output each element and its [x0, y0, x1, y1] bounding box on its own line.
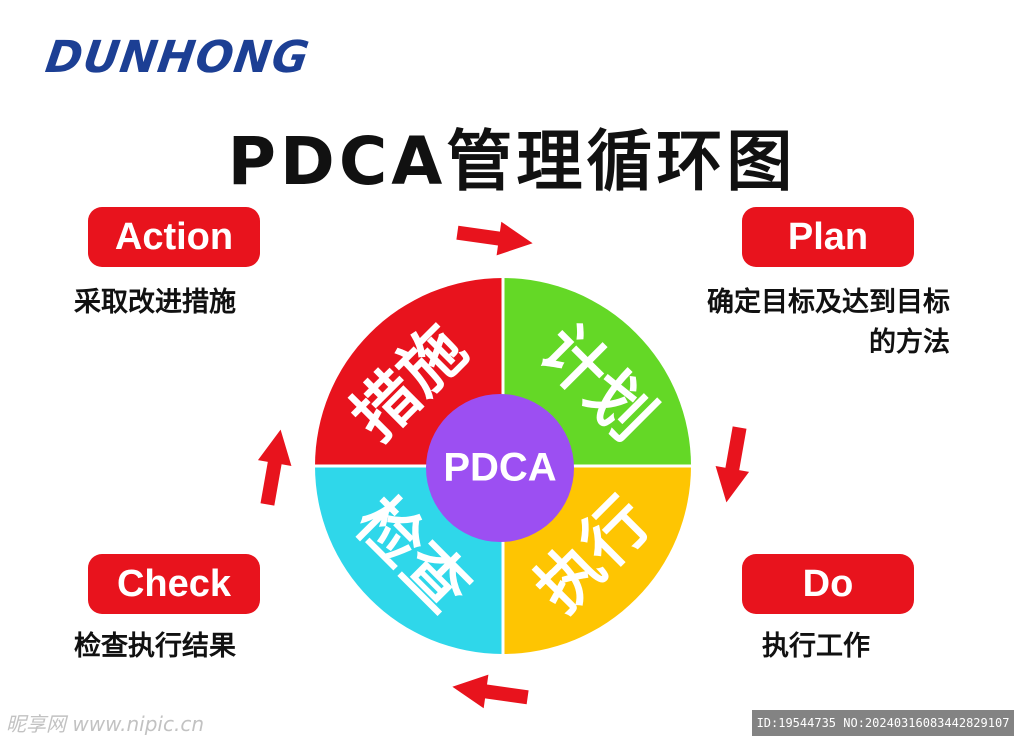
desc-plan-line2: 的方法: [869, 327, 950, 358]
page-title: PDCA管理循环图: [227, 123, 797, 200]
badge-do: Do: [742, 554, 914, 614]
desc-plan: 确定目标及达到目标 的方法: [707, 283, 950, 363]
desc-do: 执行工作: [762, 631, 870, 662]
badge-check: Check: [88, 554, 260, 614]
arrow-down-icon: [715, 426, 750, 503]
badge-plan: Plan: [742, 207, 914, 267]
desc-action: 采取改进措施: [74, 287, 236, 318]
center-label: PDCA: [443, 446, 556, 490]
desc-plan-line1: 确定目标及达到目标: [707, 287, 950, 318]
arrow-up-icon: [257, 429, 292, 506]
badge-action: Action: [88, 207, 260, 267]
desc-check: 检查执行结果: [74, 631, 236, 662]
arrow-left-icon: [452, 674, 529, 709]
watermark-id: ID:19544735 NO:20240316083442829107: [752, 710, 1014, 736]
center-circle: [426, 394, 574, 542]
arrow-right-icon: [456, 221, 533, 256]
watermark-left: 昵享网 www.nipic.cn: [6, 712, 205, 736]
